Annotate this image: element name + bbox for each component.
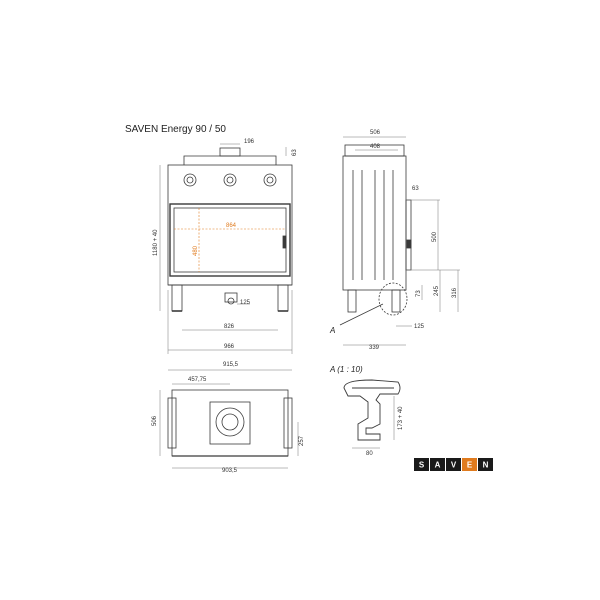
logo-letter-box	[430, 458, 445, 471]
dim-196-label: 196	[244, 139, 255, 145]
side-top-collar	[344, 144, 405, 157]
dim-125-label: 125	[240, 300, 251, 306]
detail-a-view	[343, 379, 401, 441]
top-view	[167, 389, 293, 457]
logo-letter: S	[419, 461, 425, 470]
dim-457-label: 457,75	[188, 377, 207, 383]
dim-63b-label: 63	[412, 186, 419, 192]
top-flue-plate	[209, 401, 251, 445]
dim-173-label: 173 + 40	[398, 406, 404, 430]
top-body-outline	[171, 389, 289, 457]
opening-width-label: 864	[226, 223, 237, 229]
dim-125b-label: 125	[414, 324, 425, 330]
dim-63-label: 63	[292, 149, 298, 156]
dim-903-label: 903,5	[222, 468, 238, 474]
detail-a-marker: A	[329, 326, 335, 335]
logo-letter-box	[478, 458, 493, 471]
front-leg-right	[277, 284, 289, 312]
side-leg-right	[391, 289, 401, 313]
side-view	[339, 144, 412, 326]
opening-height-label: 480	[193, 245, 199, 256]
top-flue-outer	[215, 407, 245, 437]
air-outlet-center-inner	[226, 176, 234, 184]
detail-a-profile	[343, 379, 401, 441]
top-side-left	[167, 397, 177, 449]
logo-letter: N	[483, 461, 489, 470]
air-intake	[224, 292, 238, 303]
logo-letter: V	[451, 461, 457, 470]
detail-a-title: A (1 : 10)	[329, 365, 363, 374]
dim-826-label: 826	[224, 324, 235, 330]
front-glass	[173, 207, 287, 273]
dim-966-label: 966	[224, 344, 235, 350]
detail-a-leader	[339, 303, 384, 326]
dim-408-label: 408	[370, 144, 381, 150]
front-opening-dims	[174, 208, 286, 272]
side-door-handle	[406, 239, 412, 249]
dim-257-label: 257	[299, 435, 305, 446]
side-dim-lines	[343, 136, 460, 346]
front-leg-left	[171, 284, 183, 312]
dim-506b-label: 506	[152, 415, 158, 426]
detail-dim-lines	[352, 396, 395, 449]
side-body-outline	[342, 155, 407, 291]
dim-245-label: 245	[434, 285, 440, 296]
door-handle	[282, 235, 287, 249]
front-dim-lines	[159, 143, 293, 354]
front-door-frame	[169, 203, 291, 277]
dim-316-label: 316	[452, 287, 458, 298]
dim-915-label: 915,5	[223, 362, 239, 368]
dim-500-label: 500	[432, 231, 438, 242]
air-outlet-left	[183, 173, 197, 187]
air-outlet-left-inner	[186, 176, 194, 184]
top-side-right	[283, 397, 293, 449]
top-flue-inner	[221, 413, 239, 431]
front-hood	[183, 155, 277, 165]
logo-letter-box	[414, 458, 429, 471]
side-door-profile	[405, 199, 412, 271]
air-outlet-right	[263, 173, 277, 187]
front-flue-collar	[219, 147, 241, 157]
dim-1180-label: 1180 + 40	[153, 229, 159, 256]
dim-339-label: 339	[369, 345, 380, 351]
logo-letter-box	[446, 458, 461, 471]
air-outlet-right-inner	[266, 176, 274, 184]
air-outlet-center	[223, 173, 237, 187]
front-view	[167, 147, 293, 312]
drawing-title: SAVEN Energy 90 / 50	[125, 124, 226, 135]
side-leg-left	[347, 289, 357, 313]
logo-letter-box	[462, 458, 477, 471]
dim-73-label: 73	[416, 290, 422, 297]
dim-80-label: 80	[366, 451, 373, 457]
logo-letter: E	[467, 461, 473, 470]
logo-letter: A	[435, 461, 441, 470]
dim-506-label: 506	[370, 130, 381, 136]
detail-a-circle	[378, 282, 408, 316]
air-intake-circle	[227, 297, 235, 305]
top-dim-lines	[159, 369, 299, 469]
